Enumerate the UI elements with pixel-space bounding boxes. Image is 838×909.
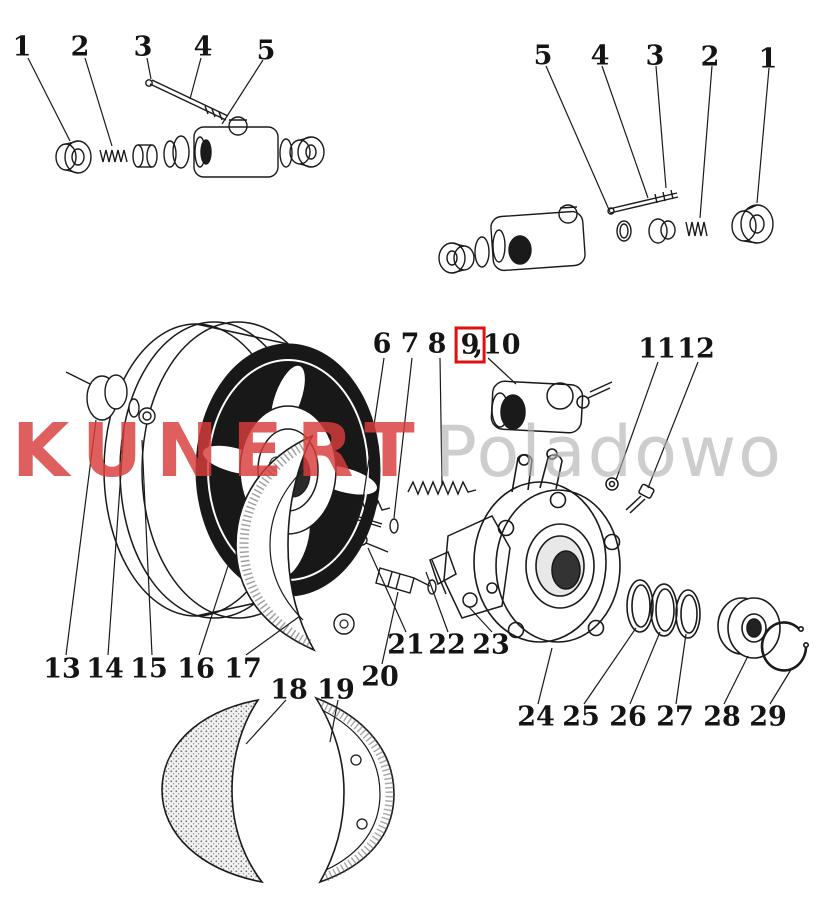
hub-cap-parts <box>65 371 156 425</box>
hub-flange <box>473 448 621 643</box>
leader-lines-top-right <box>545 65 770 219</box>
wheel-cylinder-left-group <box>55 79 325 178</box>
bearing-and-snapring <box>717 597 809 672</box>
wheel-cylinder-right-group <box>438 189 774 274</box>
wheel-cylinder-center <box>490 380 613 434</box>
leader-lines-top-left <box>27 57 264 147</box>
leader-lines-main <box>65 357 793 745</box>
seal-rings <box>626 579 701 639</box>
bolt-and-washer <box>605 477 655 514</box>
anchor-bracket <box>429 515 511 619</box>
brake-shoe-center <box>235 434 355 652</box>
springs-and-fasteners <box>341 480 477 595</box>
brake-shoes-lower <box>161 696 395 884</box>
